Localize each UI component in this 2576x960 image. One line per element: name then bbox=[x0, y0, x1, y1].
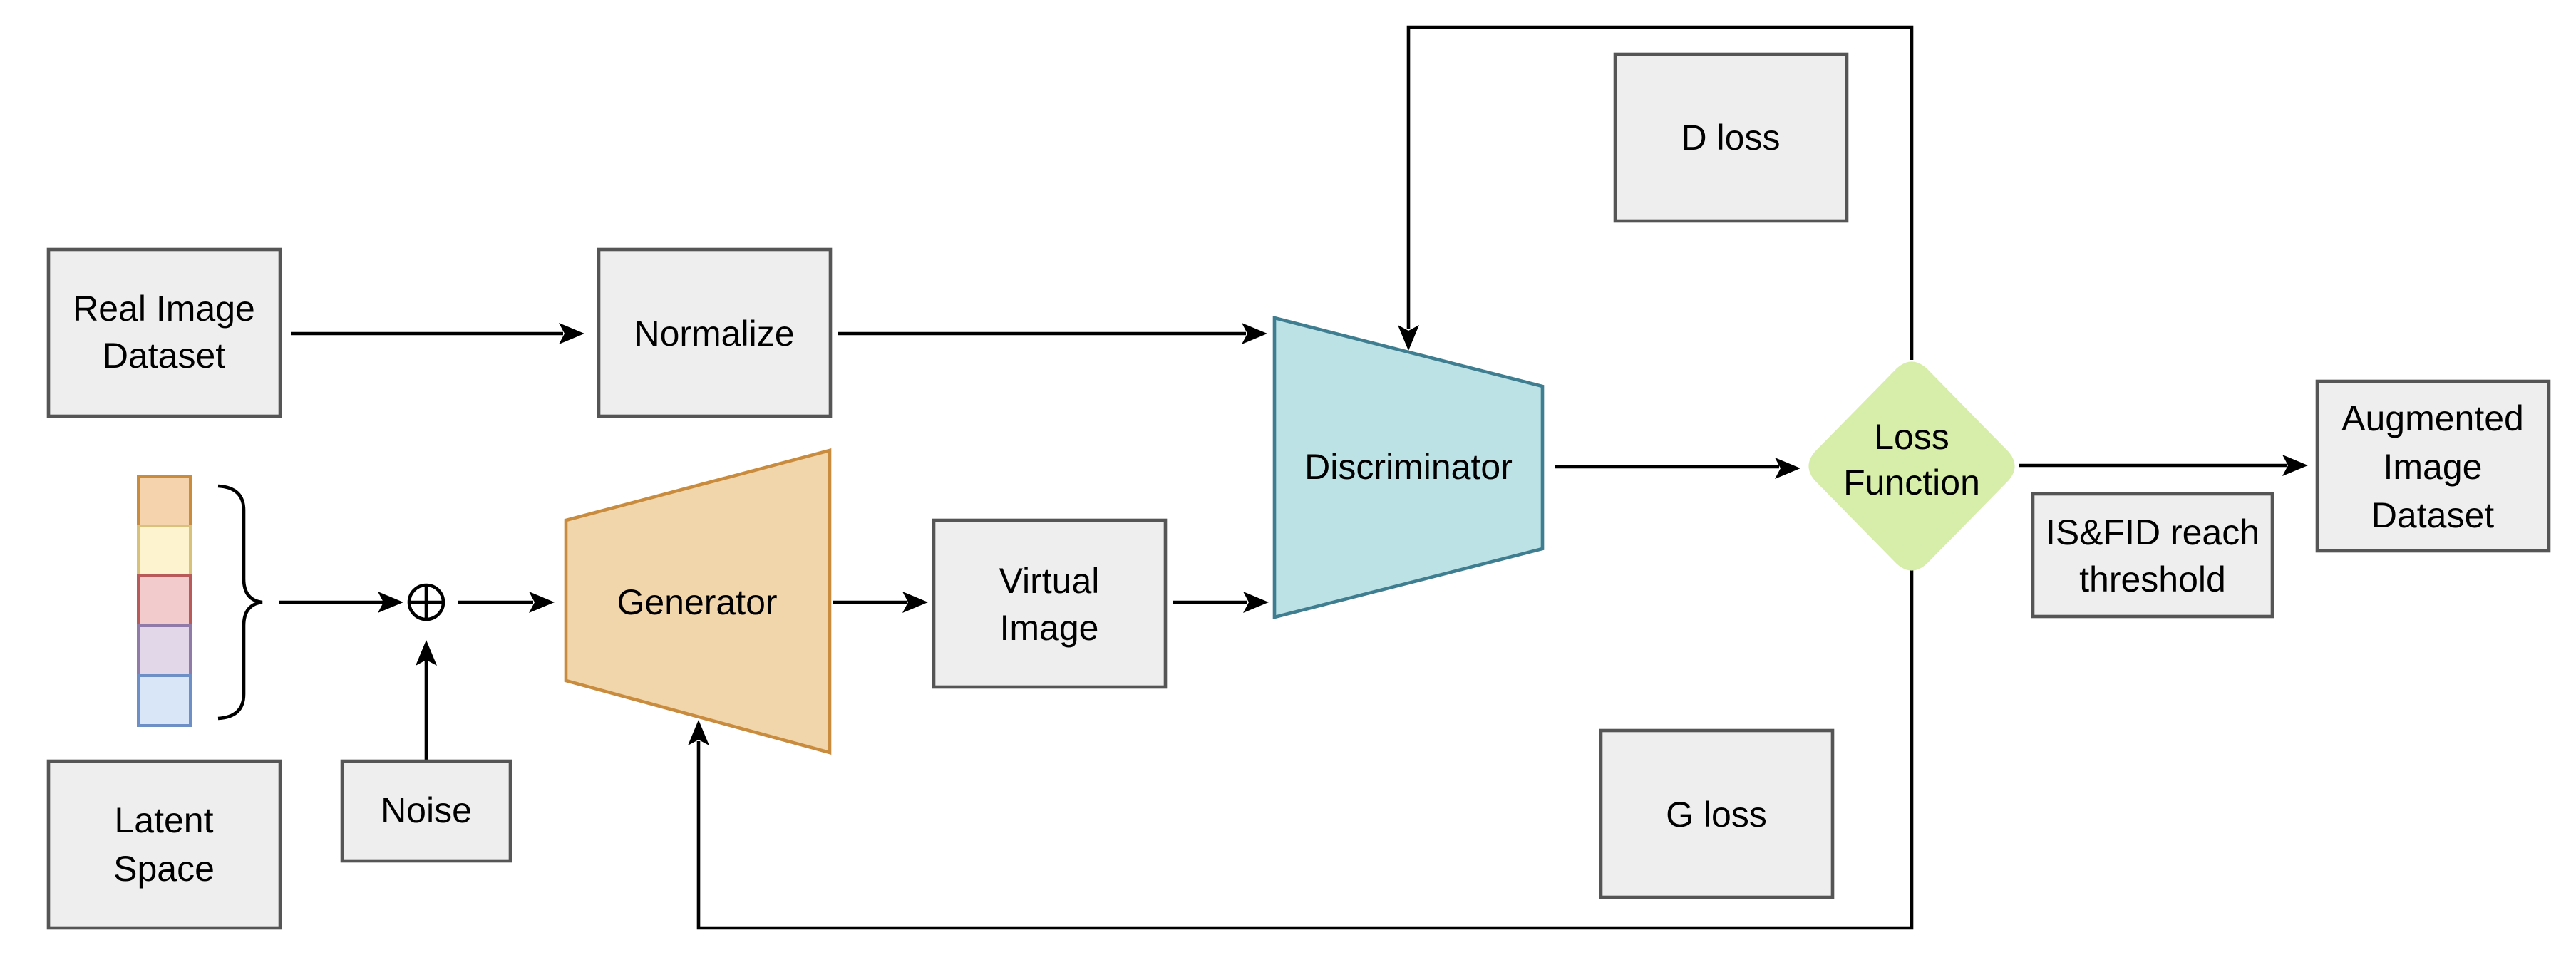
latent-cell bbox=[137, 475, 192, 527]
box-real-image-dataset: Real Image Dataset bbox=[46, 247, 282, 418]
arrowhead-combine-bottom bbox=[416, 640, 437, 666]
label-noise: Noise bbox=[381, 790, 472, 830]
label-augmented-line3: Dataset bbox=[2371, 495, 2494, 535]
latent-brace bbox=[217, 484, 263, 721]
label-is-fid-line1: IS&FID reach bbox=[2046, 512, 2260, 552]
label-augmented-line1: Augmented bbox=[2341, 398, 2524, 438]
latent-cell bbox=[137, 674, 192, 727]
loss-function-shape bbox=[1808, 361, 2015, 571]
generator-shape bbox=[564, 448, 832, 755]
discriminator-block: Discriminator bbox=[1272, 316, 1545, 619]
arrowhead-generator bbox=[529, 592, 555, 613]
arrowhead-combine-left bbox=[378, 592, 403, 613]
latent-cell bbox=[137, 525, 192, 577]
label-latent-space-line2: Space bbox=[113, 849, 215, 889]
feedback-d-loss-line bbox=[1406, 25, 1914, 360]
box-is-fid-threshold: IS&FID reach threshold bbox=[2031, 492, 2274, 619]
label-discriminator: Discriminator bbox=[1304, 447, 1513, 487]
arrowhead-augmented bbox=[2282, 455, 2308, 476]
label-normalize: Normalize bbox=[634, 314, 794, 353]
label-virtual-image-line1: Virtual bbox=[999, 561, 1100, 601]
latent-vector bbox=[137, 475, 192, 727]
feedback-g-loss-line bbox=[696, 570, 1914, 930]
label-latent-space-line1: Latent bbox=[114, 800, 213, 840]
label-loss-function-line2: Function bbox=[1843, 463, 1980, 502]
box-virtual-image: Virtual Image bbox=[932, 518, 1168, 689]
latent-cell bbox=[137, 574, 192, 627]
box-augmented-image-dataset: Augmented Image Dataset bbox=[2315, 379, 2551, 553]
label-virtual-image-line2: Image bbox=[1000, 608, 1099, 648]
combine-symbol bbox=[407, 583, 445, 621]
arrowhead-normalize bbox=[559, 323, 584, 344]
arrowhead-d-feedback bbox=[1398, 325, 1419, 351]
label-g-loss: G loss bbox=[1666, 795, 1767, 835]
box-latent-space: Latent Space bbox=[46, 759, 282, 930]
arrowhead-loss-function bbox=[1775, 458, 1800, 479]
arrowhead-g-feedback bbox=[688, 720, 709, 745]
label-loss-function-line1: Loss bbox=[1874, 417, 1949, 457]
arrowhead-virtual bbox=[902, 592, 928, 613]
box-normalize: Normalize bbox=[597, 247, 833, 418]
box-d-loss: D loss bbox=[1613, 52, 1849, 223]
box-noise: Noise bbox=[340, 759, 512, 863]
label-d-loss: D loss bbox=[1681, 118, 1781, 158]
latent-cell bbox=[137, 624, 192, 677]
discriminator-shape bbox=[1272, 316, 1545, 619]
label-generator: Generator bbox=[617, 582, 777, 622]
label-is-fid-line2: threshold bbox=[2079, 559, 2226, 599]
label-real-image-dataset-line1: Real Image bbox=[73, 289, 255, 329]
loss-function-block: Loss Function bbox=[1808, 361, 2015, 571]
label-augmented-line2: Image bbox=[2384, 447, 2483, 487]
box-g-loss: G loss bbox=[1599, 728, 1835, 899]
label-real-image-dataset-line2: Dataset bbox=[103, 336, 225, 376]
connectors bbox=[279, 25, 2308, 930]
generator-block: Generator bbox=[564, 448, 832, 755]
arrowhead-discriminator-bottom bbox=[1243, 592, 1269, 613]
arrowhead-discriminator-top bbox=[1242, 323, 1267, 344]
